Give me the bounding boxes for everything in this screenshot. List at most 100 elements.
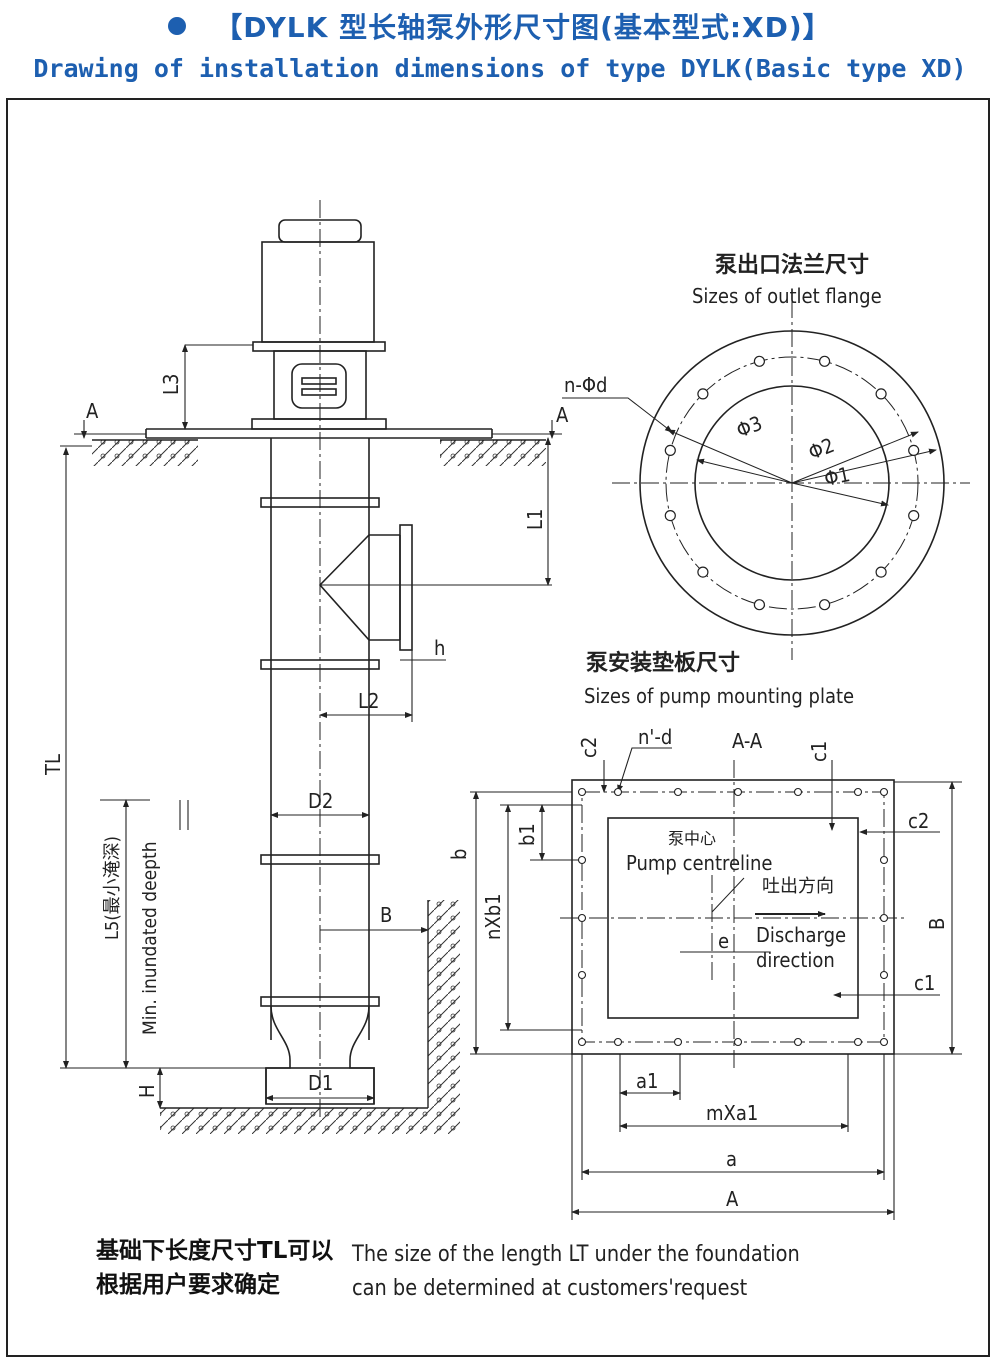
label-flange-holes: n-Φd [564, 373, 608, 397]
label-section-aa: A-A [732, 729, 763, 753]
label-a1: a1 [636, 1069, 658, 1093]
label-l5: L5(最小淹深) [102, 836, 123, 940]
label-centre-en: Pump centreline [626, 851, 773, 875]
plate-title-cn: 泵安装垫板尺寸 [586, 650, 740, 676]
label-l1: L1 [523, 509, 547, 530]
label-mxa1: mXa1 [706, 1101, 758, 1125]
plate-outer [571, 779, 895, 1055]
drawing-frame [6, 98, 990, 1357]
note-en: The size of the length LT under the foun… [352, 1238, 800, 1306]
plate-bolt-hole [613, 1037, 623, 1047]
label-h-small: h [434, 636, 445, 660]
outlet-flange [562, 300, 970, 660]
label-l2: L2 [358, 689, 379, 713]
label-c2-right: c2 [908, 809, 929, 833]
label-h-big: H [135, 1084, 159, 1098]
label-centre-cn: 泵中心 [668, 829, 716, 848]
flange-bolt-hole [818, 599, 831, 611]
pump-label-group: A A L3 L1 h L2 D2 B D1 H TL L5(最小淹深) Min… [41, 374, 569, 1098]
label-section-a-left: A [86, 399, 99, 423]
flange-bolt-hole [908, 509, 920, 522]
plate-bolt-hole [577, 1037, 587, 1047]
ground-hatching [92, 439, 546, 1134]
label-phi2: Φ2 [805, 433, 838, 465]
base-flange-top [251, 418, 387, 430]
coupling-upper [301, 377, 337, 385]
label-b-small: b [447, 849, 471, 860]
label-tl: TL [41, 754, 65, 776]
label-l3: L3 [159, 374, 183, 395]
label-b: B [380, 903, 392, 927]
discharge-elbow [369, 534, 401, 641]
label-section-a-right: A [556, 403, 569, 427]
plate-bolt-hole [879, 970, 889, 980]
plate-bolt-hole [577, 970, 587, 980]
flange-bolt-hole [875, 388, 887, 400]
label-discharge-cn: 吐出方向 [762, 876, 834, 897]
flange-bolt-hole [753, 355, 766, 367]
motor-body [261, 241, 375, 343]
elbow-inner [318, 534, 370, 641]
label-c2-top: c2 [577, 737, 601, 758]
flange-bolt-hole [697, 566, 709, 578]
plate-labels: A-A n'-d c2 c1 c2 c1 b1 b nXb1 B 泵中心 Pum… [447, 725, 949, 1211]
plate-bolt-hole [733, 1037, 743, 1047]
label-c1-right: c1 [914, 971, 935, 995]
label-min-depth: Min. inundated deepth [139, 841, 161, 1035]
label-discharge-en-2: direction [756, 948, 835, 972]
label-d2: D2 [308, 789, 333, 813]
label-plate-holes: n'-d [638, 725, 672, 749]
label-a-big: A [726, 1187, 739, 1211]
plate-bolt-hole [577, 787, 587, 797]
bullet-icon [168, 17, 187, 35]
plate-opening [607, 817, 859, 1019]
note-cn: 基础下长度尺寸TL可以 根据用户要求确定 [96, 1234, 333, 1302]
flange-bolt-hole [908, 444, 920, 456]
label-b1: b1 [515, 823, 539, 846]
flange-bolt-hole [753, 599, 766, 611]
plate-bolt-hole [879, 855, 889, 865]
plate-bolt-hole [673, 1037, 683, 1047]
coupling-window [291, 363, 347, 409]
plate-bolt-hole [613, 787, 623, 797]
motor-flange [252, 341, 386, 352]
label-nxb1: nXb1 [481, 893, 505, 940]
title-cn-text: 【DYLK 型长轴泵外形尺寸图(基本型式:XD)】 [214, 11, 832, 44]
label-c1-top: c1 [807, 741, 831, 762]
plate-bolt-holes [577, 787, 889, 1047]
flange-bolt-hole [664, 444, 676, 456]
mounting-plate [470, 747, 962, 1220]
label-e: e [718, 929, 729, 953]
page-title-en: Drawing of installation dimensions of ty… [33, 54, 967, 83]
label-phi3: Φ3 [733, 411, 766, 443]
coupling-lower [301, 388, 337, 396]
plate-title-en: Sizes of pump mounting plate [584, 684, 854, 708]
flange-bolt-hole [697, 388, 709, 400]
discharge-flange [399, 524, 413, 651]
plate-bolt-line [581, 791, 885, 1043]
plate-bolt-hole [879, 913, 889, 923]
plate-bolt-hole [879, 787, 889, 797]
flange-title-cn: 泵出口法兰尺寸 [715, 252, 869, 278]
note-cn-line-1: 基础下长度尺寸TL可以 [96, 1238, 334, 1264]
label-phi1: Φ1 [822, 462, 852, 491]
plate-bolt-hole [577, 913, 587, 923]
suction-bell [265, 1005, 375, 1104]
flange-bolt-hole [664, 509, 676, 522]
page-title-cn: 【DYLK 型长轴泵外形尺寸图(基本型式:XD)】 [0, 6, 1000, 46]
plate-titles: 泵安装垫板尺寸 Sizes of pump mounting plate [584, 650, 854, 708]
plate-bolt-hole [577, 855, 587, 865]
flange-labels: 泵出口法兰尺寸 Sizes of outlet flange n-Φd Φ3 Φ… [564, 252, 882, 491]
label-b-big: B [925, 918, 949, 930]
note-en-line-1: The size of the length LT under the foun… [352, 1242, 800, 1267]
flange-title-en: Sizes of outlet flange [692, 284, 882, 308]
label-discharge-en-1: Discharge [756, 923, 846, 947]
plate-bolt-hole [853, 787, 863, 797]
flange-bolt-hole [875, 566, 887, 578]
label-d1: D1 [308, 1071, 333, 1095]
plate-bolt-hole [733, 787, 743, 797]
note-en-line-2: can be determined at customers'request [352, 1276, 748, 1301]
plate-bolt-hole [793, 1037, 803, 1047]
label-a-small: a [726, 1147, 737, 1171]
